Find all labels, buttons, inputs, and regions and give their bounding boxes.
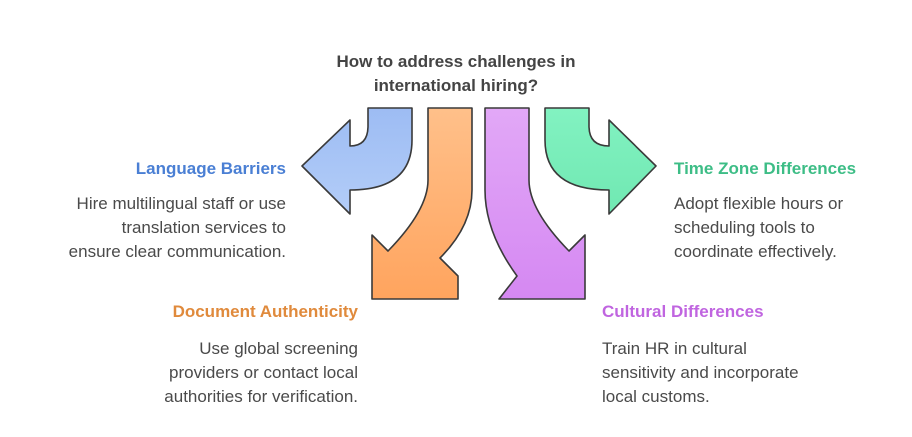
time-zone-line-3: coordinate effectively. [674, 242, 837, 261]
document-authenticity-heading: Document Authenticity [172, 302, 358, 321]
cultural-line-1: Train HR in cultural [602, 339, 747, 358]
cultural-line-3: local customs. [602, 387, 710, 406]
cultural-differences-text: Train HR in cultural sensitivity and inc… [602, 337, 799, 409]
cultural-differences-heading: Cultural Differences [602, 302, 764, 321]
arrow-curve-left-icon [301, 107, 413, 215]
time-zone-differences-text: Adopt flexible hours or scheduling tools… [674, 192, 843, 264]
diagram-title: How to address challenges in internation… [306, 50, 606, 98]
time-zone-line-2: scheduling tools to [674, 218, 815, 237]
arrow-curve-right-icon [544, 107, 657, 215]
language-barriers-heading: Language Barriers [135, 159, 286, 178]
document-line-2: providers or contact local [169, 363, 358, 382]
language-barriers-text: Hire multilingual staff or use translati… [69, 192, 286, 264]
language-line-1: Hire multilingual staff or use [76, 194, 286, 213]
document-line-1: Use global screening [199, 339, 358, 358]
cultural-line-2: sensitivity and incorporate [602, 363, 799, 382]
arrow-curve-down-left-icon [371, 107, 473, 300]
title-line-2: international hiring? [373, 76, 539, 95]
language-line-3: ensure clear communication. [68, 242, 286, 261]
document-authenticity-text: Use global screening providers or contac… [164, 337, 358, 409]
title-line-1: How to address challenges in [336, 52, 576, 71]
document-line-3: authorities for verification. [164, 387, 358, 406]
time-zone-line-1: Adopt flexible hours or [674, 194, 844, 213]
time-zone-differences-heading: Time Zone Differences [674, 159, 857, 178]
arrow-curve-down-right-icon [484, 107, 586, 300]
language-line-2: translation services to [121, 218, 286, 237]
